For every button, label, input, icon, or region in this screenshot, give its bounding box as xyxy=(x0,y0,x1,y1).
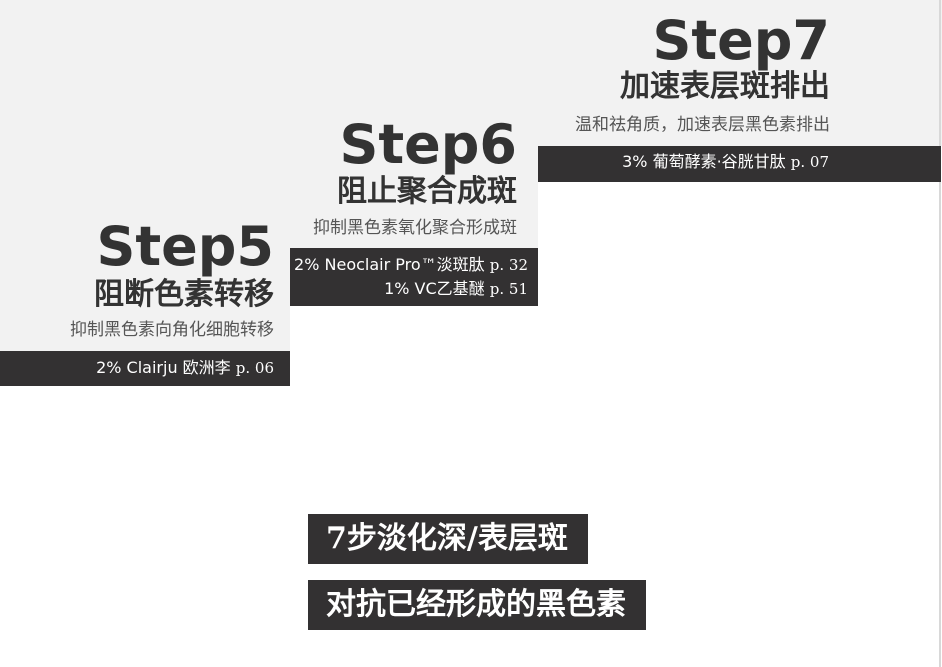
step7-label: Step7 xyxy=(652,9,830,72)
step5-description: 抑制黑色素向角化细胞转移 xyxy=(70,320,274,340)
step7-panel xyxy=(538,0,942,146)
step7-ingredient-1: 3% 葡萄酵素·谷胱甘肽 p. 07 xyxy=(622,154,829,170)
tagline-2-text: 对抗已经形成的黑色素 xyxy=(326,587,626,622)
ingredient-text: 1% VC乙基醚 xyxy=(384,279,485,298)
right-edge-line xyxy=(939,0,941,667)
page-reference: p. 07 xyxy=(790,153,829,171)
step7-title: 加速表层斑排出 xyxy=(620,69,830,104)
step7-ingredient-bar: 3% 葡萄酵素·谷胱甘肽 p. 07 xyxy=(538,146,941,182)
step5-ingredient-1: 2% Clairju 欧洲李 p. 06 xyxy=(96,360,274,376)
step6-label: Step6 xyxy=(339,113,517,176)
ingredient-text: 2% Clairju 欧洲李 xyxy=(96,358,231,377)
step7-description: 温和祛角质，加速表层黑色素排出 xyxy=(575,115,830,135)
ingredient-text: 2% Neoclair Pro™淡斑肽 xyxy=(294,255,485,274)
step6-title: 阻止聚合成斑 xyxy=(337,174,517,209)
step6-ingredient-bar: 2% Neoclair Pro™淡斑肽 p. 32 1% VC乙基醚 p. 51 xyxy=(290,248,538,306)
page-reference: p. 51 xyxy=(489,280,528,298)
step5-title: 阻断色素转移 xyxy=(94,277,274,312)
page-reference: p. 06 xyxy=(235,359,274,377)
step6-ingredient-1: 2% Neoclair Pro™淡斑肽 p. 32 xyxy=(294,257,528,273)
step5-panel xyxy=(0,0,290,351)
ingredient-text: 3% 葡萄酵素·谷胱甘肽 xyxy=(622,152,786,171)
tagline-1-text: 7步淡化深/表层斑 xyxy=(326,521,568,556)
step5-label: Step5 xyxy=(96,215,274,278)
tagline-2: 对抗已经形成的黑色素 xyxy=(308,580,646,630)
step5-ingredient-bar: 2% Clairju 欧洲李 p. 06 xyxy=(0,351,290,386)
page-reference: p. 32 xyxy=(489,256,528,274)
step6-ingredient-2: 1% VC乙基醚 p. 51 xyxy=(384,281,528,297)
tagline-1: 7步淡化深/表层斑 xyxy=(308,514,588,564)
step6-description: 抑制黑色素氧化聚合形成斑 xyxy=(313,218,517,238)
step6-panel xyxy=(290,0,538,248)
